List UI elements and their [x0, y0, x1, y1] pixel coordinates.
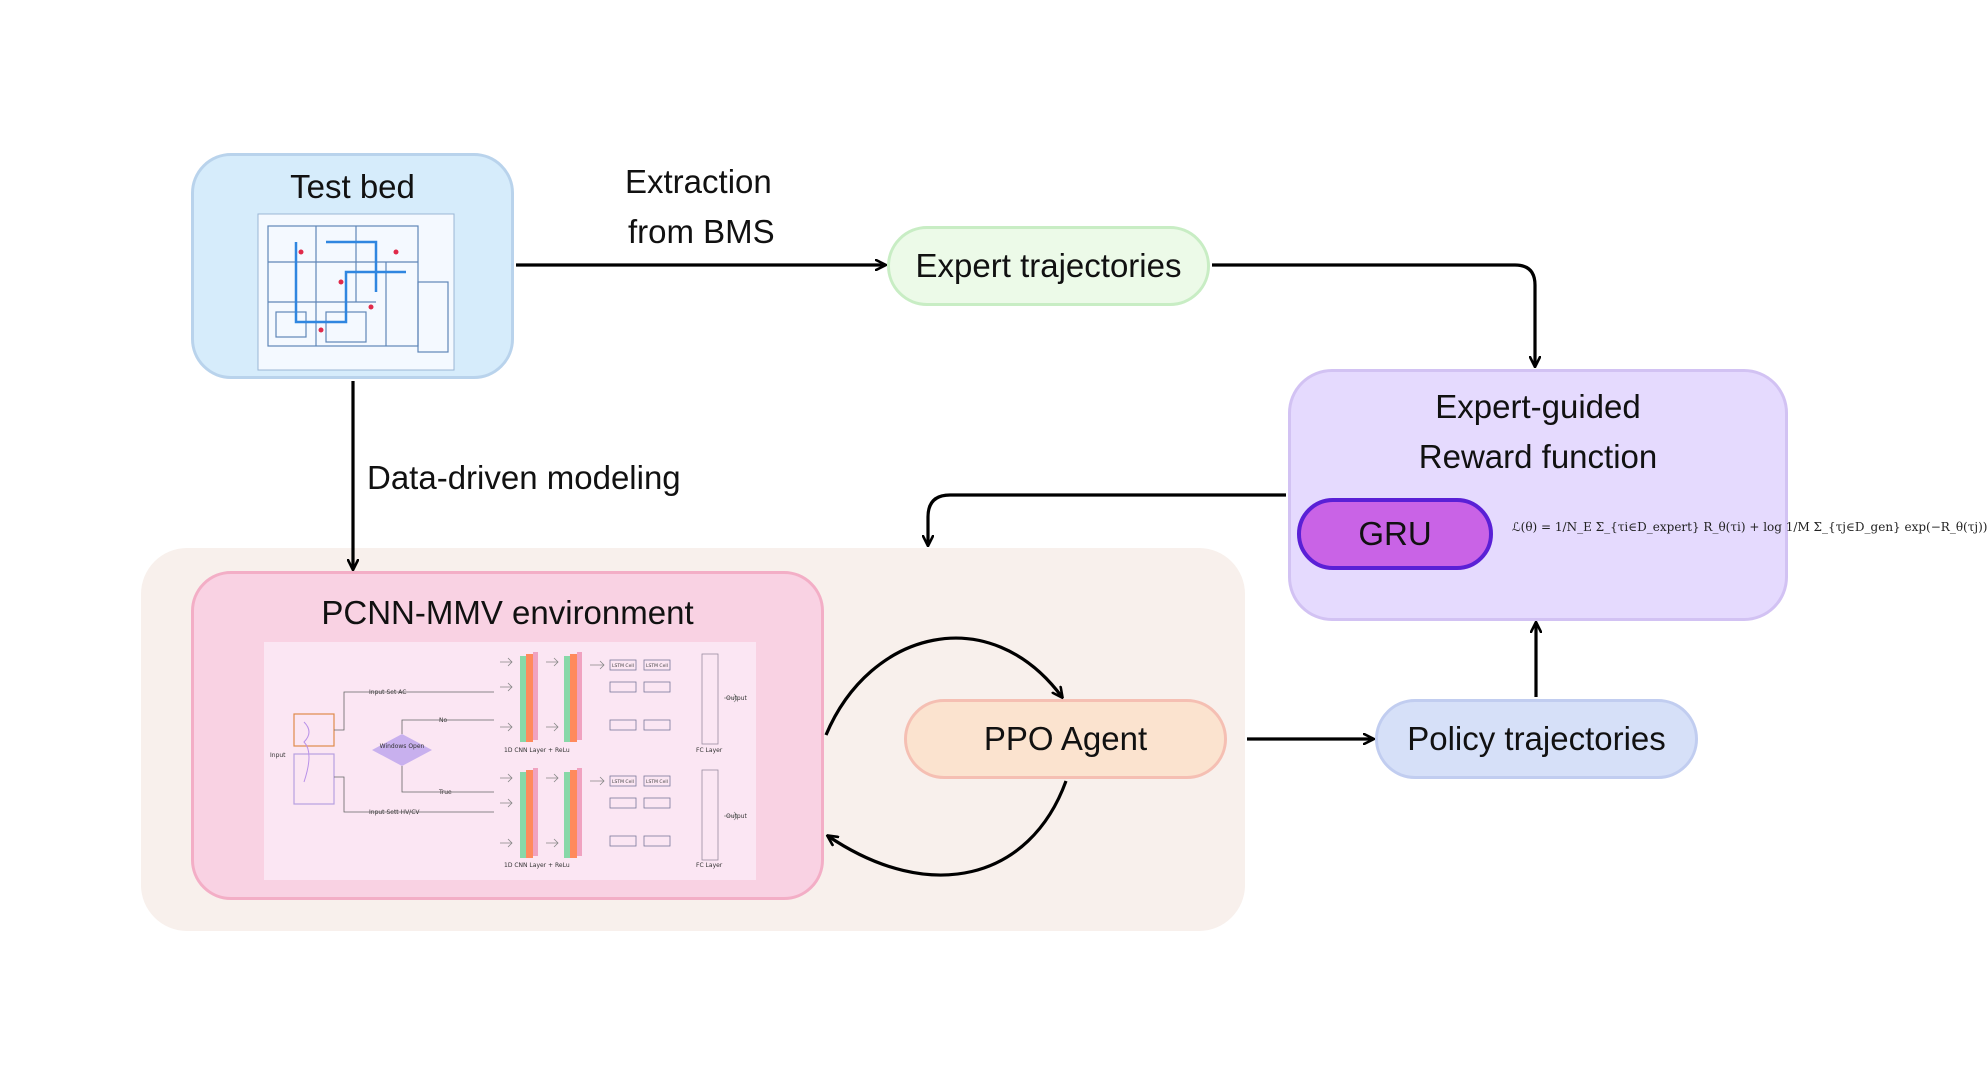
policy-trajectories-node: Policy trajectories: [1375, 699, 1698, 779]
inset-fc-text-top: FC Layer: [696, 747, 723, 754]
test-bed-label: Test bed: [290, 168, 415, 205]
ppo-agent-node: PPO Agent: [904, 699, 1227, 779]
inset-cnn-text-top: 1D CNN Layer + ReLu: [504, 747, 570, 754]
reward-title-line2: Reward function: [1418, 438, 1658, 475]
extraction-label-line1: Extraction: [625, 163, 772, 200]
inset-input-hvcv-text: Input Sett HV/CV: [369, 809, 420, 816]
inset-output-text-top: Output: [726, 695, 747, 702]
extraction-label-line2: from BMS: [628, 213, 775, 250]
arrow-ppo-to-pcnn: [828, 780, 1068, 877]
test-bed-node: Test bed: [191, 153, 514, 379]
arrow-reward-to-environment: [928, 493, 1286, 545]
inset-no-text: No: [439, 717, 447, 724]
policy-trajectories-label: Policy trajectories: [1407, 720, 1666, 757]
pcnn-label: PCNN-MMV environment: [321, 594, 694, 631]
inset-output-text-bottom: Output: [726, 813, 747, 820]
reward-title-line1: Expert-guided: [1435, 388, 1641, 425]
edges-layer: [0, 0, 1920, 877]
arrow-expert-to-reward: [1212, 263, 1535, 366]
pcnn-mmv-environment-node: PCNN-MMV environment Input Input Set AC …: [191, 571, 824, 900]
loss-formula: ℒ(θ) = 1/N_E Σ_{τi∈D_expert} R_θ(τi) + l…: [1512, 520, 1987, 534]
reward-function-node: Expert-guided Reward function: [1288, 369, 1788, 621]
ppo-agent-label: PPO Agent: [983, 720, 1148, 757]
inset-cnn-text-bottom: 1D CNN Layer + ReLu: [504, 862, 570, 869]
modeling-edge-label: Data-driven modeling: [367, 459, 681, 496]
pcnn-architecture-image: Input Input Set AC Input Sett HV/CV No T…: [264, 642, 756, 880]
lstm-cell-text: LSTM Cell: [612, 779, 634, 785]
lstm-cell-text: LSTM Cell: [612, 663, 634, 669]
floor-plan-image: [257, 213, 455, 371]
inset-true-text: True: [438, 789, 452, 796]
inset-fc-text-bottom: FC Layer: [696, 862, 723, 869]
expert-trajectories-node: Expert trajectories: [887, 226, 1210, 306]
lstm-cell-text: LSTM Cell: [646, 779, 668, 785]
lstm-cell-text: LSTM Cell: [646, 663, 668, 669]
windows-open-diamond: [372, 734, 432, 766]
gru-node: GRU: [1297, 498, 1493, 570]
expert-trajectories-label: Expert trajectories: [915, 247, 1182, 284]
gru-label: GRU: [1358, 515, 1432, 552]
inset-input-ac-text: Input Set AC: [369, 689, 406, 696]
inset-input-text: Input: [270, 752, 286, 759]
arrow-pcnn-to-ppo: [824, 636, 1062, 736]
windows-open-text: Windows Open: [380, 743, 425, 750]
